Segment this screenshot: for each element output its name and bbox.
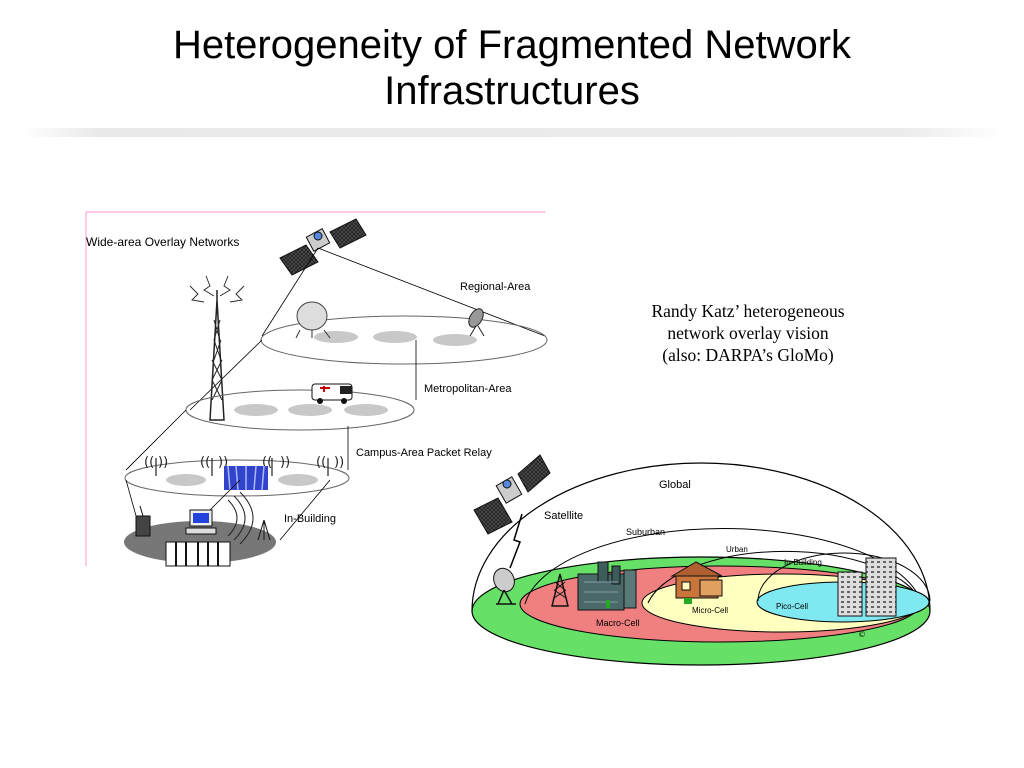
title-divider <box>20 128 1004 137</box>
office-buildings-icon <box>837 557 897 617</box>
satellite-label: Satellite <box>544 510 583 522</box>
computer-icon <box>185 509 217 535</box>
cell-hierarchy-diagram: Global Satellite Suburban Urban In-Build… <box>471 454 931 666</box>
urban-label: Urban <box>726 545 748 554</box>
wide-area-label: Wide-area Overlay Networks <box>86 235 239 249</box>
regional-area-label: Regional-Area <box>460 281 531 293</box>
svg-text:((: (( <box>316 455 326 470</box>
dome-in-building-label: In-Building <box>784 558 822 567</box>
industrial-city-icon <box>577 561 637 611</box>
satellite-dish-icon <box>468 308 485 337</box>
satellite-uplink-arrow <box>509 513 523 569</box>
micro-cell-label: Micro-Cell <box>692 606 728 615</box>
antenna-icon <box>257 519 271 541</box>
satellite-icon <box>279 218 367 276</box>
people-group-icon <box>224 465 268 491</box>
urban-dome <box>647 550 923 604</box>
svg-text:)): )) <box>280 455 290 470</box>
house-icon <box>670 561 723 604</box>
svg-text:((: (( <box>200 455 210 470</box>
caption-line-2: network overlay vision <box>667 323 829 343</box>
caption-line-3: (also: DARPA’s GloMo) <box>662 345 834 365</box>
global-label: Global <box>659 479 691 491</box>
server-rack-icon <box>165 541 231 567</box>
global-dome <box>471 462 931 612</box>
ground-station-dish-icon <box>493 567 516 605</box>
slide-title: Heterogeneity of Fragmented Network Infr… <box>0 22 1024 114</box>
svg-text:((: (( <box>144 455 154 470</box>
handheld-device-icon <box>135 505 151 537</box>
pico-cell-label: Pico-Cell <box>776 602 808 611</box>
overlay-network-diagram: Wide-area Overlay Networks Regional-Area… <box>85 211 548 567</box>
regional-area-plane <box>260 315 548 365</box>
svg-text:)): )) <box>334 455 344 470</box>
radio-tower-icon <box>189 275 245 421</box>
metropolitan-area-plane <box>185 389 415 431</box>
svg-text:)): )) <box>158 455 168 470</box>
campus-area-label: Campus-Area Packet Relay <box>356 447 492 459</box>
satellite-link-right <box>317 247 546 337</box>
satellite-icon <box>473 454 551 535</box>
cell-tower-icon <box>551 573 569 607</box>
copyright-mark-icon: ᵔ © <box>852 630 866 639</box>
svg-text:((: (( <box>262 455 272 470</box>
caption-line-1: Randy Katz’ heterogeneous <box>651 301 845 321</box>
radio-relay-icon: (()) (()) (()) (()) <box>144 455 344 476</box>
wifi-waves-icon <box>227 491 254 545</box>
in-building-dome <box>757 552 931 602</box>
suburban-label: Suburban <box>626 527 665 537</box>
svg-text:)): )) <box>218 455 228 470</box>
slide-title-line-2: Infrastructures <box>384 69 640 113</box>
in-building-label: In-Building <box>284 513 336 525</box>
metropolitan-area-label: Metropolitan-Area <box>424 383 512 395</box>
caption: Randy Katz’ heterogeneous network overla… <box>618 300 878 366</box>
macro-cell-label: Macro-Cell <box>596 618 640 628</box>
campus-area-plane <box>124 459 350 497</box>
van-icon <box>311 383 353 404</box>
satellite-dish-icon <box>295 301 331 339</box>
satellite-link-left <box>261 247 319 337</box>
slide-title-line-1: Heterogeneity of Fragmented Network <box>172 23 852 67</box>
